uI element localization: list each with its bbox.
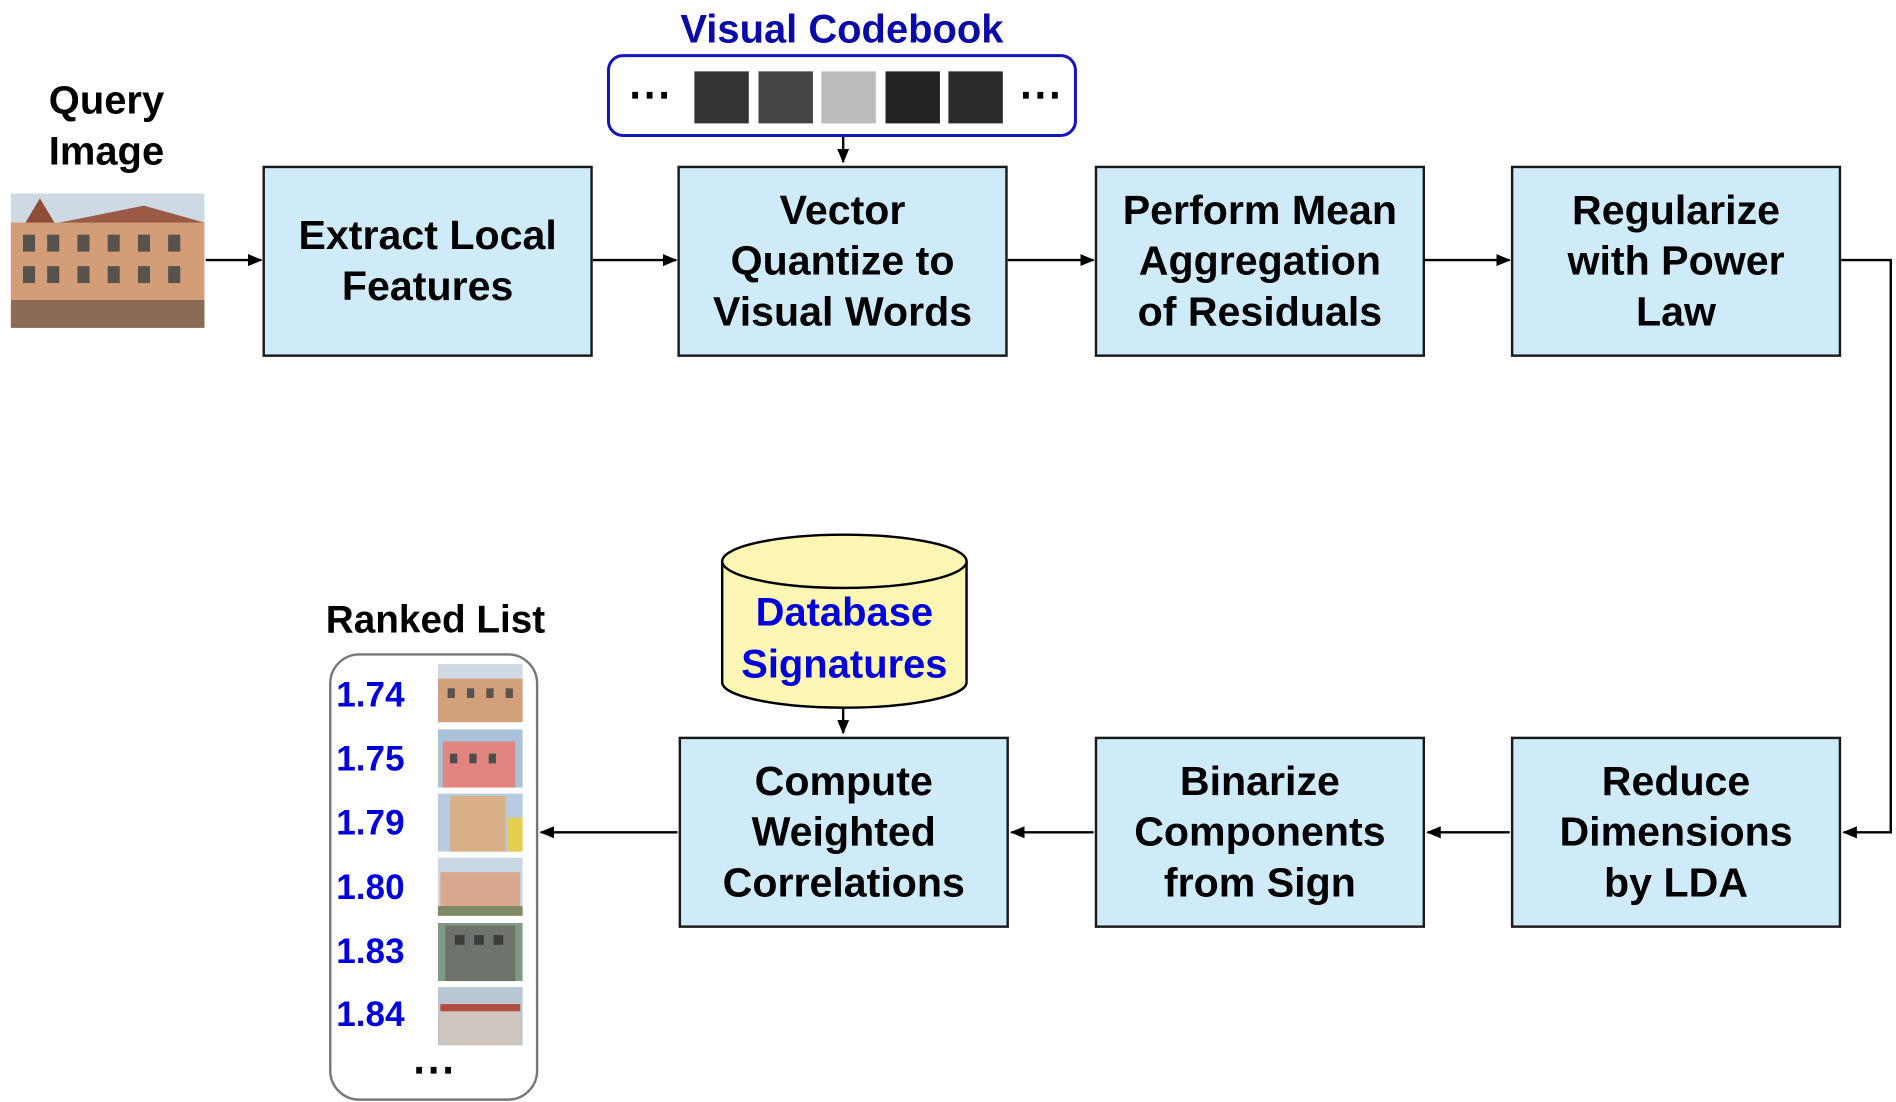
codebook-patch-3 [821, 71, 876, 124]
arrow-regularize-to-lda [1841, 258, 1892, 839]
codebook-patch-1 [694, 71, 749, 124]
vector-quantize-box: Vector Quantize to Visual Words [677, 165, 1008, 357]
thumbnail-2 [437, 729, 523, 788]
database-cylinder [720, 533, 968, 709]
binarize-box: Binarize Components from Sign [1094, 736, 1426, 928]
database-signatures-label: Database Signatures [741, 589, 948, 686]
query-image-label: Query Image [48, 77, 165, 173]
extract-local-features-box: Extract Local Features [262, 165, 593, 357]
codebook-patch-2 [758, 71, 813, 124]
codebook-patches [694, 71, 1003, 124]
codebook-title: Visual Codebook [680, 6, 1004, 51]
codebook-ellipsis-right: ⋯ [1018, 68, 1063, 119]
score-2: 1.75 [336, 740, 405, 780]
codebook-patch-4 [885, 71, 940, 124]
codebook-patch-5 [948, 71, 1003, 124]
score-1: 1.74 [336, 676, 405, 715]
thumbnail-5 [437, 923, 523, 982]
power-law-box: Regularize with Power Law [1510, 165, 1842, 357]
thumbnail-3 [437, 793, 523, 852]
mean-aggregation-box: Perform Mean Aggregation of Residuals [1094, 165, 1426, 357]
score-6: 1.84 [336, 995, 405, 1035]
codebook-ellipsis-left: ⋯ [627, 68, 672, 119]
score-3: 1.79 [336, 804, 405, 844]
thumbnail-4 [437, 857, 523, 916]
ranked-list-title: Ranked List [325, 597, 546, 642]
ranked-list-more: ⋯ [411, 1043, 456, 1094]
query-image [10, 193, 205, 328]
thumbnail-6 [437, 987, 523, 1046]
score-5: 1.83 [336, 932, 405, 972]
lda-box: Reduce Dimensions by LDA [1510, 736, 1842, 928]
weighted-correlations-box: Compute Weighted Correlations [678, 736, 1009, 928]
thumbnail-1 [437, 664, 523, 723]
score-4: 1.80 [336, 868, 405, 908]
